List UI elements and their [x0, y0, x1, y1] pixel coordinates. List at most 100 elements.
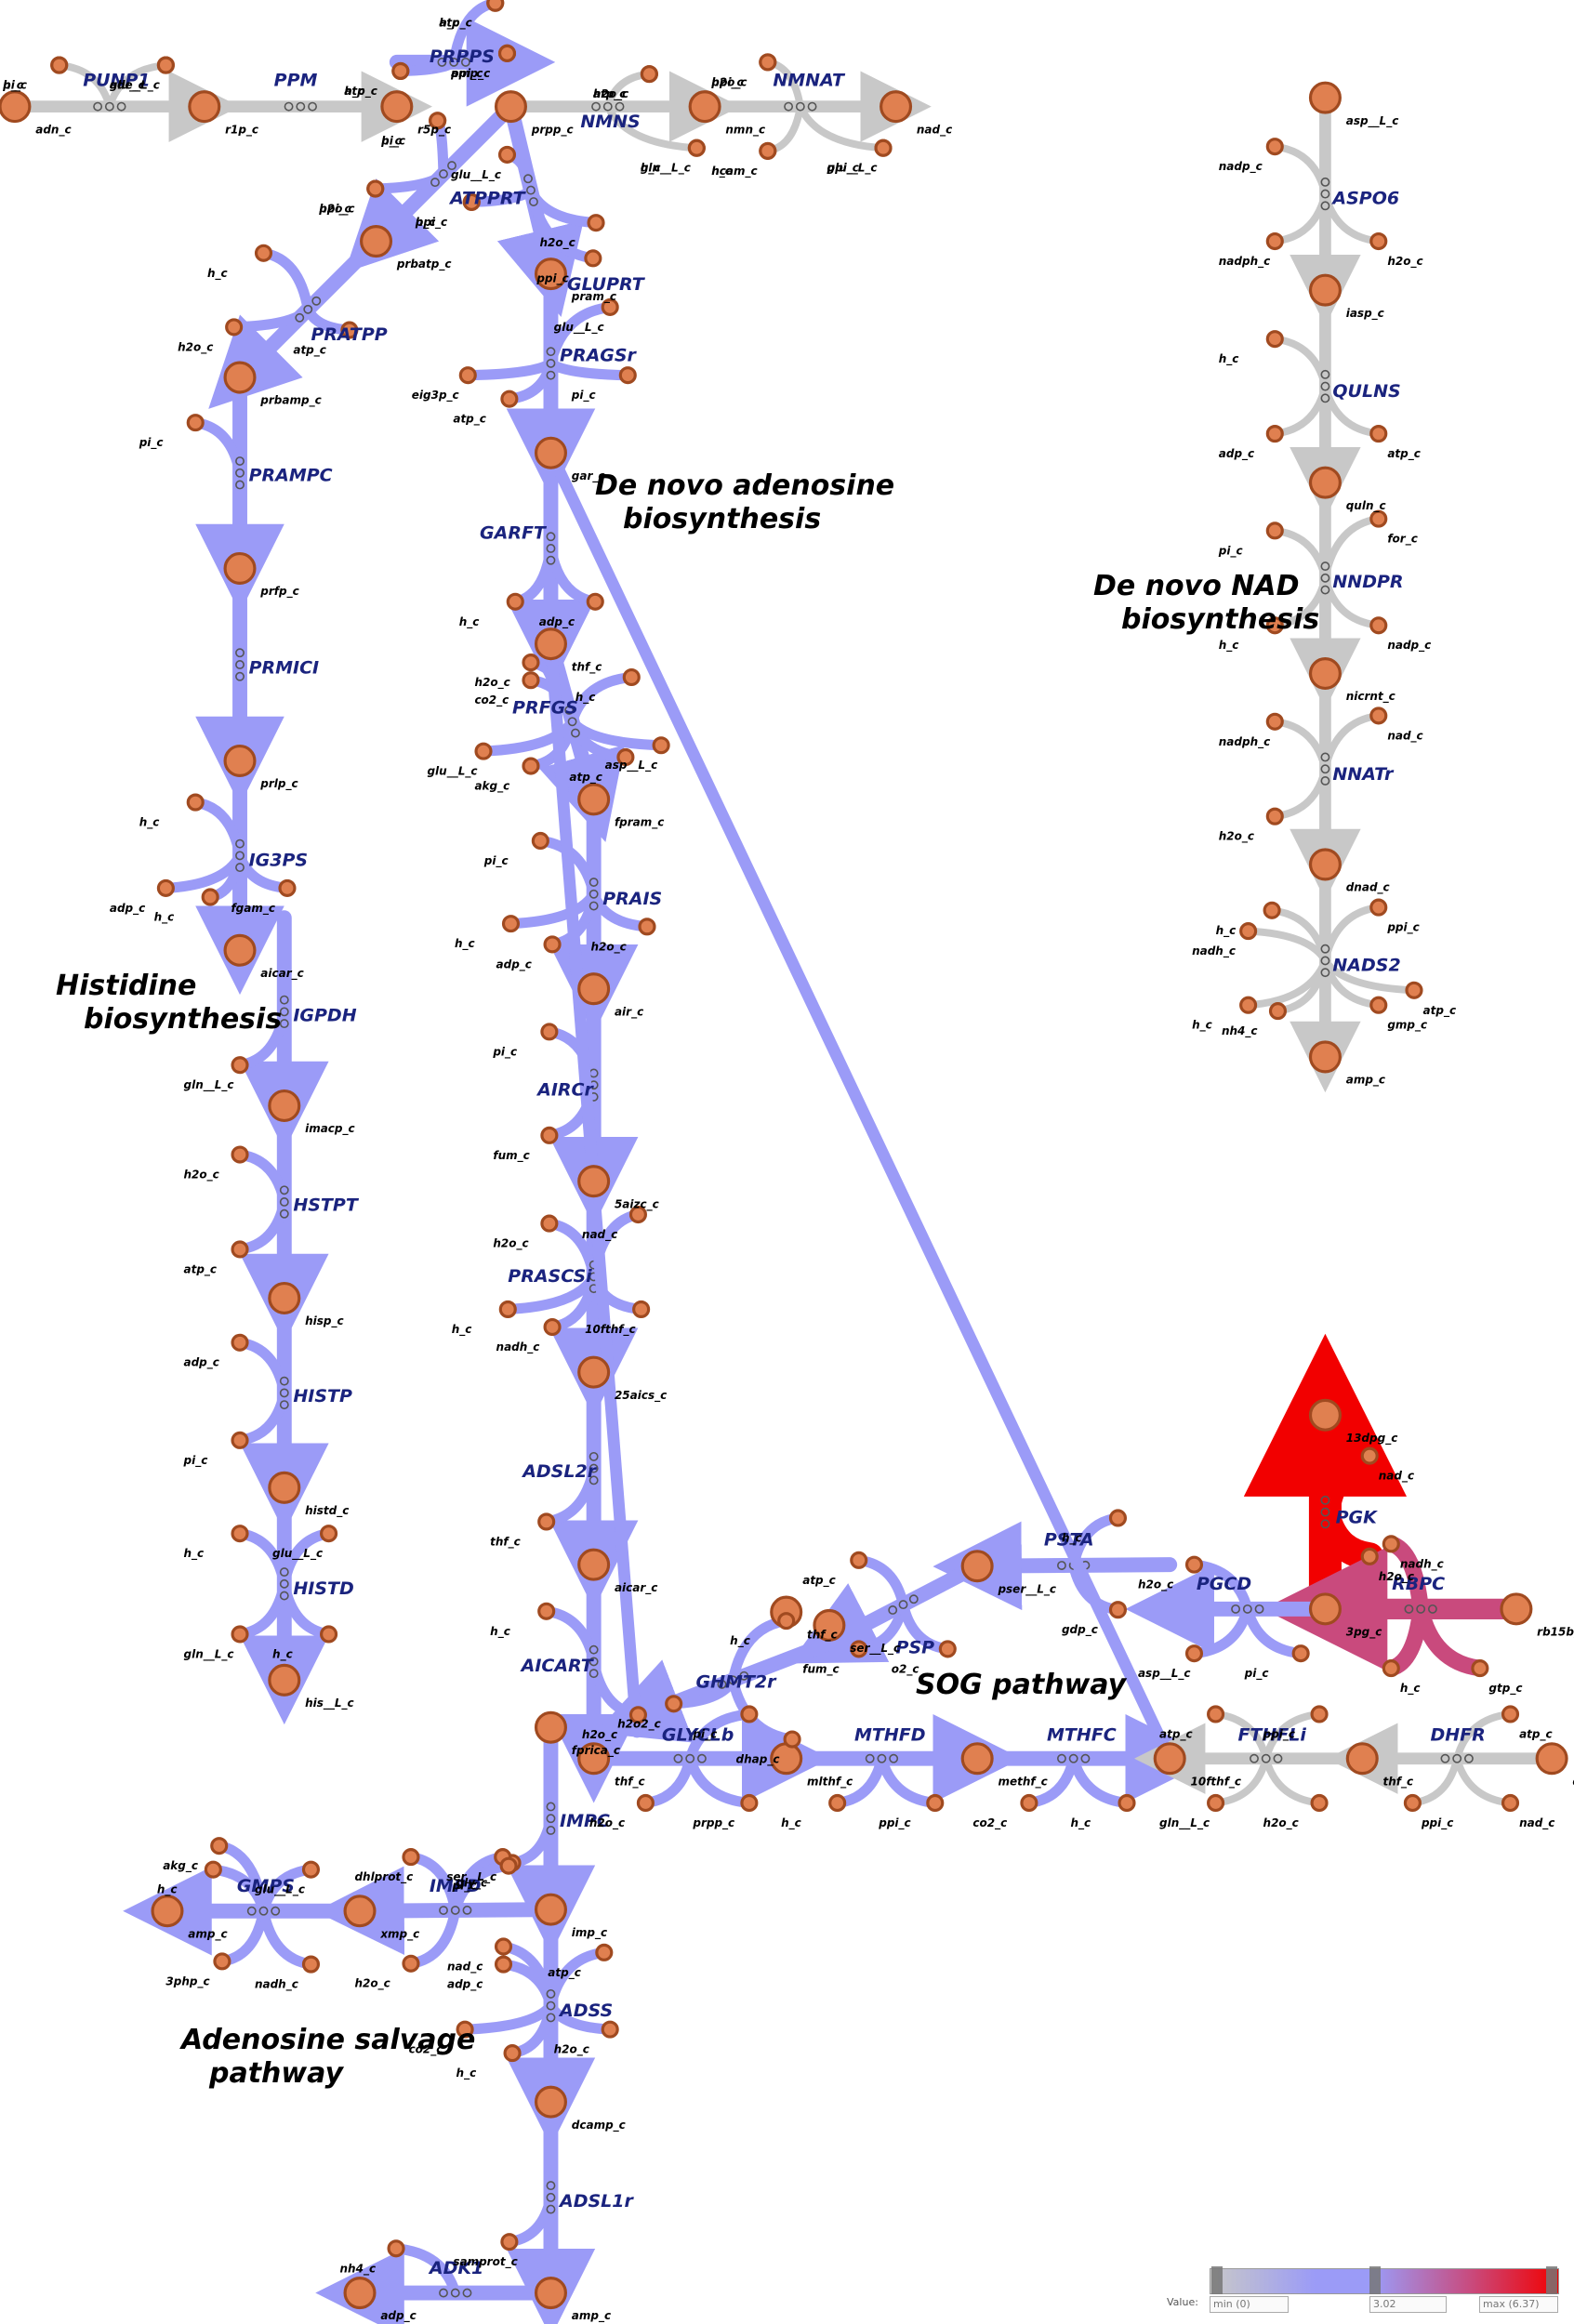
reaction-label[interactable]: PRMICI [249, 658, 320, 679]
cofactor-node[interactable] [231, 1145, 249, 1164]
cofactor-node[interactable] [938, 1640, 957, 1658]
cofactor-node[interactable] [1501, 1793, 1520, 1813]
cofactor-node[interactable] [1108, 1509, 1128, 1527]
cofactor-node[interactable] [391, 61, 410, 80]
cofactor-node[interactable] [522, 671, 540, 690]
cofactor-node[interactable] [429, 112, 447, 130]
scale-max-handle[interactable] [1546, 2266, 1557, 2294]
cofactor-node[interactable] [652, 736, 670, 755]
metabolite-node[interactable] [960, 1742, 994, 1776]
cofactor-node[interactable] [616, 747, 635, 767]
cofactor-node[interactable] [340, 321, 359, 339]
reaction-label[interactable]: PSTA [1044, 1529, 1094, 1550]
cofactor-node[interactable] [499, 1856, 518, 1875]
cofactor-node[interactable] [1265, 522, 1284, 540]
metabolite-node[interactable] [577, 1742, 611, 1776]
cofactor-node[interactable] [1369, 898, 1388, 917]
cofactor-node[interactable] [506, 592, 524, 611]
metabolite-node[interactable] [268, 1663, 301, 1697]
metabolite-node[interactable] [577, 783, 611, 816]
max-select[interactable]: max (6.37) [1479, 2296, 1558, 2313]
reaction-label[interactable]: NMNAT [773, 70, 846, 90]
cofactor-node[interactable] [522, 757, 540, 775]
cofactor-node[interactable] [497, 145, 517, 164]
reaction-label[interactable]: PPM [274, 70, 318, 90]
cofactor-node[interactable] [1184, 1555, 1204, 1574]
cofactor-node[interactable] [231, 1431, 249, 1449]
cofactor-node[interactable] [231, 1056, 249, 1075]
reaction-label[interactable]: ADK1 [428, 2258, 483, 2278]
cofactor-node[interactable] [301, 1955, 321, 1974]
reaction-hstpt[interactable] [234, 1098, 329, 1343]
cofactor-node[interactable] [1207, 1705, 1225, 1723]
cofactor-node[interactable] [850, 1551, 868, 1569]
cofactor-node[interactable] [494, 1937, 513, 1956]
metabolite-node[interactable] [1345, 1742, 1379, 1776]
reaction-label[interactable]: PRPPS [430, 46, 495, 67]
cofactor-node[interactable] [500, 390, 519, 408]
cofactor-node[interactable] [498, 1300, 517, 1318]
metabolite-node[interactable] [1500, 1592, 1533, 1626]
cofactor-node[interactable] [543, 1317, 562, 1337]
metabolite-node[interactable] [1153, 1742, 1186, 1776]
metabolite-node[interactable] [577, 1165, 611, 1198]
reaction-label[interactable]: PRAMPC [249, 466, 333, 486]
metabolite-node[interactable] [1308, 273, 1342, 307]
cofactor-node[interactable] [320, 1625, 338, 1644]
reaction-label[interactable]: NMNS [580, 112, 640, 132]
metabolite-node[interactable] [223, 744, 257, 777]
reaction-label[interactable]: HSTPT [293, 1195, 359, 1216]
metabolite-node[interactable] [813, 1608, 846, 1642]
cofactor-node[interactable] [1265, 712, 1284, 731]
cofactor-node[interactable] [1471, 1659, 1489, 1678]
cofactor-node[interactable] [783, 1730, 801, 1749]
mid-select[interactable]: 3.02 [1369, 2296, 1447, 2313]
reaction-label[interactable]: ATPPRT [448, 189, 526, 209]
reaction-label[interactable]: QULNS [1332, 381, 1400, 402]
cofactor-node[interactable] [462, 192, 481, 211]
cofactor-node[interactable] [1310, 1705, 1329, 1723]
cofactor-node[interactable] [1265, 425, 1284, 443]
cofactor-node[interactable] [458, 366, 477, 385]
cofactor-node[interactable] [828, 1793, 847, 1813]
reaction-label[interactable]: GLUPRT [567, 274, 646, 295]
cofactor-node[interactable] [201, 888, 219, 906]
cofactor-node[interactable] [320, 1525, 338, 1543]
cofactor-node[interactable] [1268, 1002, 1288, 1021]
metabolite-node[interactable] [1308, 466, 1342, 499]
cofactor-node[interactable] [503, 2044, 522, 2063]
cofactor-node[interactable] [601, 2020, 619, 2039]
cofactor-node[interactable] [1369, 706, 1388, 725]
cofactor-node[interactable] [301, 1860, 321, 1879]
metabolite-node[interactable] [188, 90, 221, 124]
metabolite-node[interactable] [380, 90, 414, 124]
cofactor-node[interactable] [1501, 1705, 1520, 1723]
cofactor-node[interactable] [1360, 1547, 1379, 1565]
cofactor-node[interactable] [1382, 1659, 1400, 1678]
reaction-histp[interactable] [234, 1290, 329, 1533]
cofactor-node[interactable] [874, 139, 893, 157]
cofactor-node[interactable] [1239, 922, 1258, 941]
reaction-label[interactable]: PSP [896, 1638, 935, 1658]
cofactor-node[interactable] [186, 414, 205, 432]
cofactor-node[interactable] [587, 214, 605, 232]
cofactor-node[interactable] [1369, 231, 1388, 251]
cofactor-node[interactable] [601, 297, 619, 316]
reaction-ppm[interactable] [198, 71, 433, 142]
reaction-label[interactable]: PRASCSi [508, 1266, 592, 1287]
min-select[interactable]: min (0) [1210, 2296, 1289, 2313]
metabolite-node[interactable] [0, 90, 32, 124]
cofactor-node[interactable] [531, 831, 549, 851]
cofactor-node[interactable] [1118, 1793, 1136, 1813]
cofactor-node[interactable] [1382, 1535, 1400, 1553]
cofactor-node[interactable] [456, 2020, 474, 2039]
cofactor-node[interactable] [501, 915, 521, 933]
reaction-label[interactable]: AIRCr [536, 1079, 594, 1100]
metabolite-node[interactable] [151, 1895, 184, 1928]
cofactor-node[interactable] [543, 935, 562, 954]
reaction-label[interactable]: IMPC [560, 1811, 610, 1831]
metabolite-node[interactable] [577, 1355, 611, 1389]
cofactor-node[interactable] [278, 878, 297, 897]
metabolite-node[interactable] [534, 2277, 567, 2310]
metabolite-node[interactable] [223, 551, 257, 585]
